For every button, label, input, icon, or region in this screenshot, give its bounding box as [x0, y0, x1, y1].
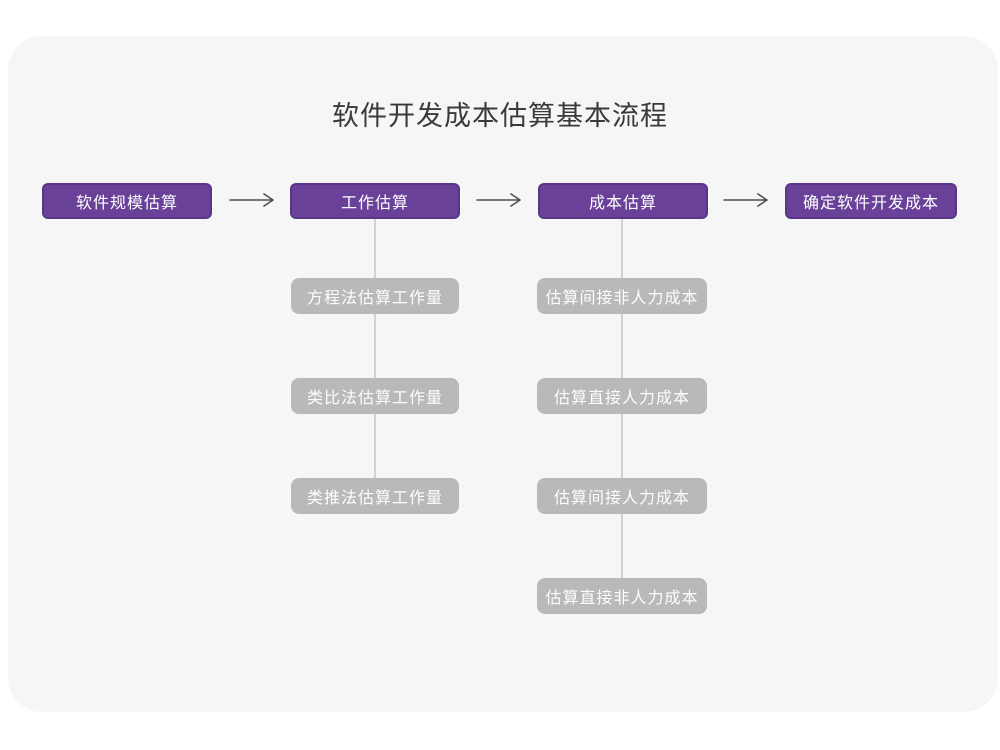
flow-node-cost-estimation: 成本估算 — [538, 183, 708, 219]
flow-node-extrapolation-method: 类推法估算工作量 — [291, 478, 459, 514]
flow-node-direct-labor-cost: 估算直接人力成本 — [537, 378, 707, 414]
flow-node-analogy-method: 类比法估算工作量 — [291, 378, 459, 414]
arrow-right-icon — [476, 192, 522, 208]
flow-node-work-estimation: 工作估算 — [290, 183, 460, 219]
arrow-right-icon — [229, 192, 275, 208]
flow-node-software-scale-estimation: 软件规模估算 — [42, 183, 212, 219]
flow-node-determine-dev-cost: 确定软件开发成本 — [785, 183, 957, 219]
flow-node-indirect-nonlabor-cost: 估算间接非人力成本 — [537, 278, 707, 314]
diagram-card — [8, 36, 998, 712]
connector-line-work — [374, 218, 376, 498]
flow-node-direct-nonlabor-cost: 估算直接非人力成本 — [537, 578, 707, 614]
page-title: 软件开发成本估算基本流程 — [332, 101, 668, 131]
flow-node-equation-method: 方程法估算工作量 — [291, 278, 459, 314]
arrow-right-icon — [723, 192, 769, 208]
flow-node-indirect-labor-cost: 估算间接人力成本 — [537, 478, 707, 514]
